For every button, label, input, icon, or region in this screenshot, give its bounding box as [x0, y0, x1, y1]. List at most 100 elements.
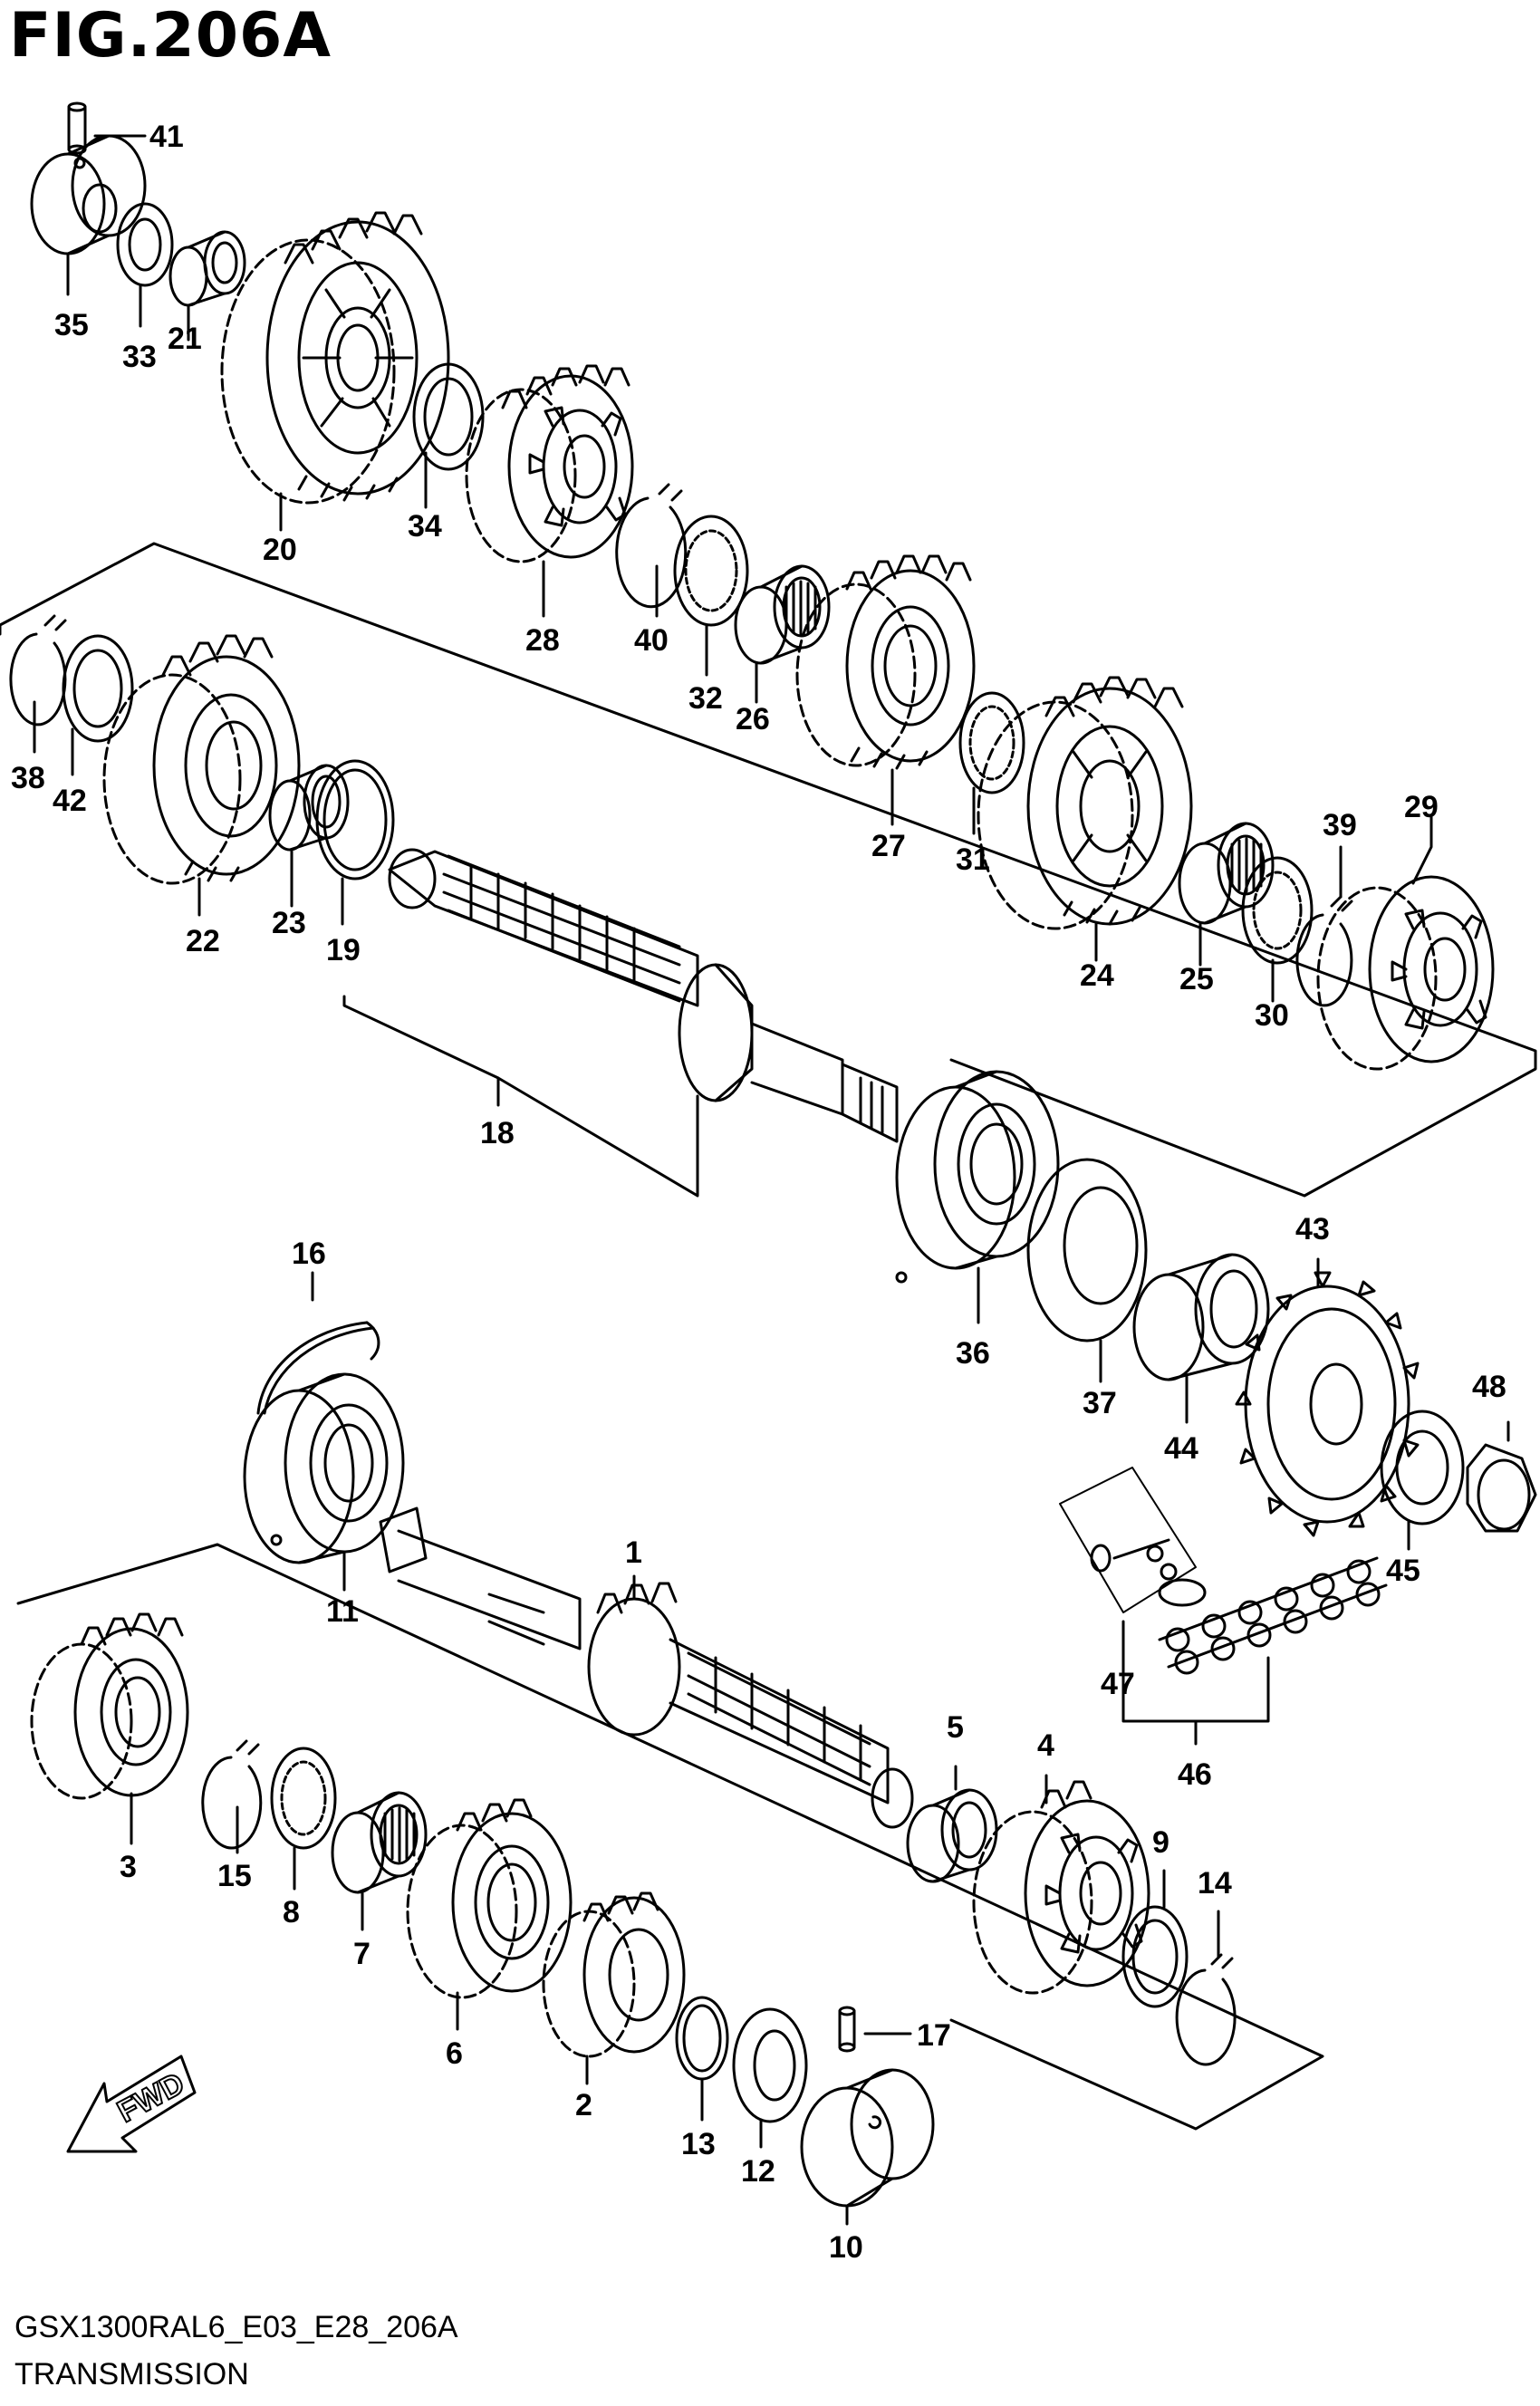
callout-5: 5: [947, 1710, 964, 1745]
gear-20: [220, 211, 450, 532]
callout-47: 47: [1101, 1667, 1135, 1701]
chain-kit-box-47: [1059, 1467, 1207, 1613]
callout-43: 43: [1295, 1212, 1330, 1246]
callout-22: 22: [186, 924, 220, 958]
chain-segment-46: [1158, 1556, 1388, 1675]
callout-labels: 41 35 33 21 20 34 28 40 32 26 38 42 22 2…: [11, 120, 1506, 2265]
callout-14: 14: [1198, 1866, 1232, 1901]
washer-8: [270, 1747, 337, 1891]
figure-title: FIG.206A: [9, 0, 332, 72]
circlip-38: [9, 614, 67, 754]
callout-1: 1: [625, 1535, 642, 1570]
callout-27: 27: [871, 829, 906, 863]
model-code: GSX1300RAL6_E03_E28_206A: [14, 2310, 458, 2344]
callout-11: 11: [326, 1594, 359, 1629]
circlip-16: [256, 1271, 380, 1415]
pin-41: [67, 101, 147, 155]
callout-42: 42: [53, 784, 87, 818]
callout-36: 36: [956, 1336, 990, 1371]
upper-group-frame: [0, 542, 1537, 1198]
callout-30: 30: [1255, 998, 1289, 1033]
section-name: TRANSMISSION: [14, 2357, 249, 2392]
callout-48: 48: [1472, 1370, 1506, 1404]
gear-2: [542, 1891, 686, 2085]
callout-41: 41: [149, 120, 184, 154]
sprocket-43: [1235, 1257, 1420, 1537]
shaft-18-bracket: [342, 995, 699, 1198]
gear-29: [1316, 813, 1495, 1071]
callout-32: 32: [688, 681, 723, 716]
callout-16: 16: [292, 1237, 326, 1271]
chain-bracket: [1121, 1620, 1270, 1746]
needle-bearing-7: [331, 1791, 428, 1931]
callout-2: 2: [575, 2088, 592, 2122]
bearing-36: [895, 1070, 1060, 1324]
callout-23: 23: [272, 906, 306, 940]
callout-17: 17: [917, 2018, 951, 2053]
callout-15: 15: [217, 1859, 252, 1893]
callout-26: 26: [736, 702, 770, 736]
callout-38: 38: [11, 761, 45, 795]
bushing-5: [906, 1765, 998, 1883]
fwd-arrow: [66, 2055, 197, 2153]
callout-40: 40: [634, 623, 669, 658]
callout-4: 4: [1037, 1728, 1054, 1763]
callout-19: 19: [326, 933, 361, 967]
driveshaft-1: [379, 1506, 914, 1829]
callout-34: 34: [408, 509, 442, 544]
countershaft-18: [388, 848, 899, 1143]
washer-12: [732, 2007, 808, 2149]
collar-35: [30, 134, 147, 296]
callout-44: 44: [1164, 1431, 1198, 1466]
nut-48: [1466, 1420, 1537, 1533]
gear-28: [465, 364, 634, 618]
gear-6: [406, 1798, 573, 2031]
spacer-44: [1132, 1253, 1270, 1424]
callout-46: 46: [1178, 1757, 1212, 1792]
callout-28: 28: [525, 623, 560, 658]
gear-3: [30, 1612, 189, 1845]
washer-33: [116, 202, 174, 328]
callout-29: 29: [1404, 790, 1439, 824]
callout-33: 33: [122, 340, 157, 374]
bushing-21: [168, 230, 246, 342]
gear-27: [795, 554, 976, 826]
bearing-11: [243, 1372, 405, 1592]
callout-8: 8: [283, 1895, 300, 1930]
callout-18: 18: [480, 1116, 515, 1150]
gear-22: [102, 634, 301, 917]
gear-4: [972, 1774, 1150, 1995]
callout-6: 6: [446, 2036, 463, 2071]
callout-24: 24: [1080, 958, 1114, 993]
circlip-15: [201, 1739, 263, 1854]
lower-group-frame: [16, 1543, 1324, 2131]
washer-32: [673, 515, 749, 677]
washer-42: [62, 634, 134, 776]
pin-17: [838, 2006, 912, 2053]
spacer-37: [1026, 1158, 1148, 1383]
callout-39: 39: [1323, 808, 1357, 842]
callout-20: 20: [263, 533, 297, 567]
collar-10: [800, 2068, 935, 2226]
washer-9: [1121, 1869, 1189, 2008]
washer-45: [1380, 1410, 1465, 1551]
ring-19: [315, 759, 395, 926]
circlip-40: [615, 483, 688, 618]
gear-24: [977, 676, 1193, 962]
needle-bearing-25: [1178, 822, 1275, 967]
callout-45: 45: [1386, 1554, 1420, 1588]
washer-30: [1241, 856, 1314, 1003]
callout-3: 3: [120, 1850, 137, 1884]
circlip-14: [1175, 1910, 1237, 2066]
callout-12: 12: [741, 2154, 775, 2189]
callout-10: 10: [829, 2230, 863, 2265]
callout-7: 7: [353, 1937, 371, 1971]
circlip-39: [1295, 845, 1353, 1007]
washer-31: [958, 691, 1025, 835]
callout-31: 31: [956, 842, 990, 877]
callout-9: 9: [1152, 1825, 1169, 1860]
washer-34: [412, 362, 485, 509]
needle-bearing-26: [734, 564, 831, 704]
callout-35: 35: [54, 308, 89, 342]
